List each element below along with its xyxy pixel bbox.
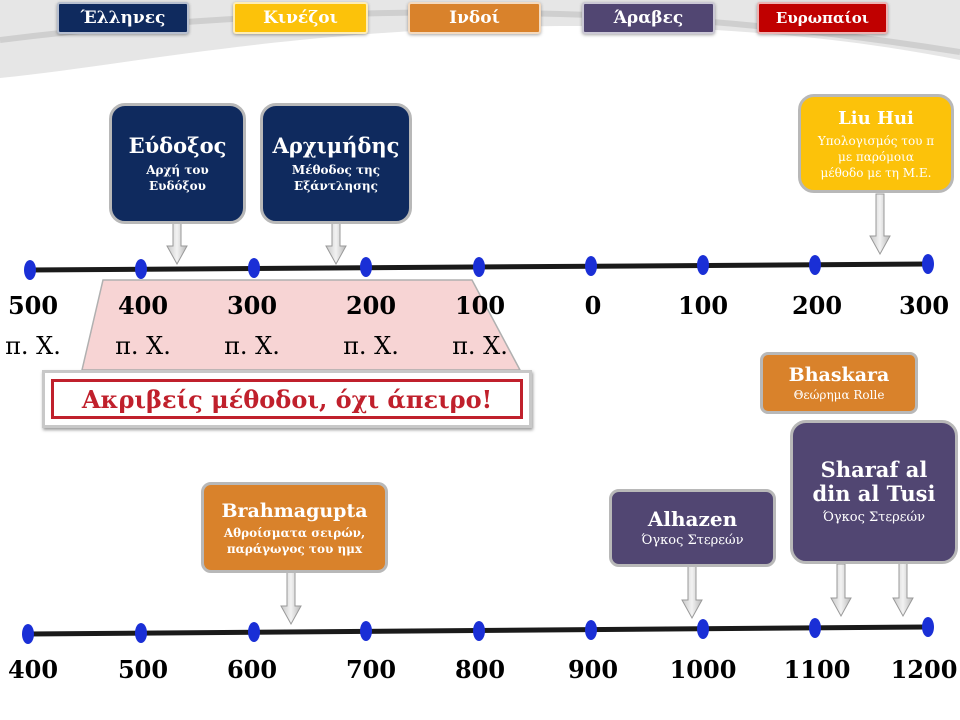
timeline-1-tick-5 <box>585 256 597 276</box>
box-eudoxus-title: Εύδοξος <box>128 132 227 158</box>
box-archimedes-line1: Μέθοδος της <box>291 162 381 177</box>
timeline-2-year-8: 1200 <box>890 655 958 684</box>
timeline-1-era-4: π. Χ. <box>452 332 508 360</box>
box-liuhui-line1: Υπολογισμός του π <box>817 133 935 148</box>
box-bhaskara: Bhaskara Θεώρημα Rolle <box>760 352 918 414</box>
arrow-sharaf-2 <box>892 555 914 618</box>
timeline-2-year-0: 400 <box>7 655 59 684</box>
box-liuhui: Liu Hui Υπολογισμός του π με παρόμοια μέ… <box>798 94 954 193</box>
timeline-2-year-7: 1100 <box>783 655 851 684</box>
exact-methods-banner: Ακριβείς μέθοδοι, όχι άπειρο! <box>42 370 532 428</box>
timeline-1-tick-4 <box>473 257 485 277</box>
box-brahmagupta-title: Brahmagupta <box>221 499 368 522</box>
legend-europeans: Ευρωπαίοι <box>757 2 888 34</box>
box-liuhui-line3: μέθοδο με τη Μ.Ε. <box>820 165 932 180</box>
timeline-1-tick-7 <box>809 255 821 275</box>
arrow-brahmagupta <box>280 565 302 626</box>
box-alhazen-line1: Όγκος Στερεών <box>641 533 744 548</box>
box-alhazen-title: Alhazen <box>647 507 738 531</box>
box-liuhui-title: Liu Hui <box>838 107 914 129</box>
timeline-2-tick-3 <box>360 621 372 641</box>
box-bhaskara-line1: Θεώρημα Rolle <box>793 388 885 402</box>
timeline-1-tick-2 <box>248 258 260 278</box>
timeline-1-year-1: 400 <box>117 291 169 320</box>
timeline-1-year-7: 200 <box>791 291 843 320</box>
timeline-1-year-0: 500 <box>7 291 59 320</box>
box-eudoxus: Εύδοξος Αρχή του Ευδόξου <box>109 103 246 224</box>
box-brahmagupta-line2: παράγωγος του ημx <box>226 541 363 556</box>
legend-indians: Ινδοί <box>408 2 541 34</box>
arrow-alhazen <box>681 559 703 620</box>
timeline-2-year-1: 500 <box>117 655 169 684</box>
box-archimedes-line2: Εξάντλησης <box>294 178 378 193</box>
box-brahmagupta-line1: Αθροίσματα σειρών, <box>223 525 366 540</box>
arrow-sharaf-1 <box>830 563 852 618</box>
timeline-1-tick-0 <box>24 260 36 280</box>
box-brahmagupta: Brahmagupta Αθροίσματα σειρών, παράγωγος… <box>201 482 388 573</box>
timeline-1-year-4: 100 <box>454 291 506 320</box>
box-archimedes-title: Αρχιμήδης <box>272 132 400 158</box>
timeline-2-year-3: 700 <box>345 655 397 684</box>
timeline-1-era-0: π. Χ. <box>5 332 61 360</box>
timeline-1-tick-1 <box>135 259 147 279</box>
timeline-1-year-2: 300 <box>226 291 278 320</box>
box-sharaf-line1: Όγκος Στερεών <box>823 510 925 525</box>
timeline-1-tick-3 <box>360 257 372 277</box>
arrows <box>166 193 914 626</box>
timeline-1-year-8: 300 <box>898 291 950 320</box>
box-eudoxus-line1: Αρχή του <box>146 162 209 177</box>
timeline-1-tick-8 <box>922 254 934 274</box>
timeline-1-year-5: 0 <box>584 291 602 320</box>
legend-greeks: Έλληνες <box>57 2 189 34</box>
arrow-liuhui <box>869 193 891 256</box>
legend-chinese: Κινέζοι <box>233 2 368 34</box>
box-bhaskara-title: Bhaskara <box>788 364 890 386</box>
timeline-2-tick-0 <box>22 624 34 644</box>
timeline-2-tick-1 <box>135 623 147 643</box>
box-sharaf-title2: din al Tusi <box>812 481 936 506</box>
exact-methods-text: Ακριβείς μέθοδοι, όχι άπειρο! <box>51 379 523 419</box>
box-sharaf-title: Sharaf al <box>820 457 928 482</box>
timeline-2-tick-5 <box>585 620 597 640</box>
box-archimedes: Αρχιμήδης Μέθοδος της Εξάντλησης <box>260 103 412 224</box>
timeline-2-year-6: 1000 <box>669 655 737 684</box>
box-eudoxus-line2: Ευδόξου <box>149 178 206 193</box>
timeline-2-tick-7 <box>809 618 821 638</box>
timeline-2-tick-4 <box>473 621 485 641</box>
legend-arabs: Άραβες <box>582 2 715 34</box>
box-sharaf: Sharaf al din al Tusi Όγκος Στερεών <box>790 420 958 564</box>
box-alhazen: Alhazen Όγκος Στερεών <box>609 489 776 567</box>
timeline-2-tick-6 <box>697 619 709 639</box>
timeline-1-era-3: π. Χ. <box>343 332 399 360</box>
timeline-1-era-2: π. Χ. <box>224 332 280 360</box>
timeline-1-year-3: 200 <box>345 291 397 320</box>
timeline-2-tick-2 <box>248 622 260 642</box>
timeline-2-tick-8 <box>922 617 934 637</box>
timeline-2-year-4: 800 <box>454 655 506 684</box>
box-liuhui-line2: με παρόμοια <box>838 149 914 164</box>
timeline-1-era-1: π. Χ. <box>115 332 171 360</box>
timeline-2-year-5: 900 <box>567 655 619 684</box>
timeline-1-tick-6 <box>697 255 709 275</box>
timeline-2-year-2: 600 <box>226 655 278 684</box>
timeline-1-year-6: 100 <box>677 291 729 320</box>
